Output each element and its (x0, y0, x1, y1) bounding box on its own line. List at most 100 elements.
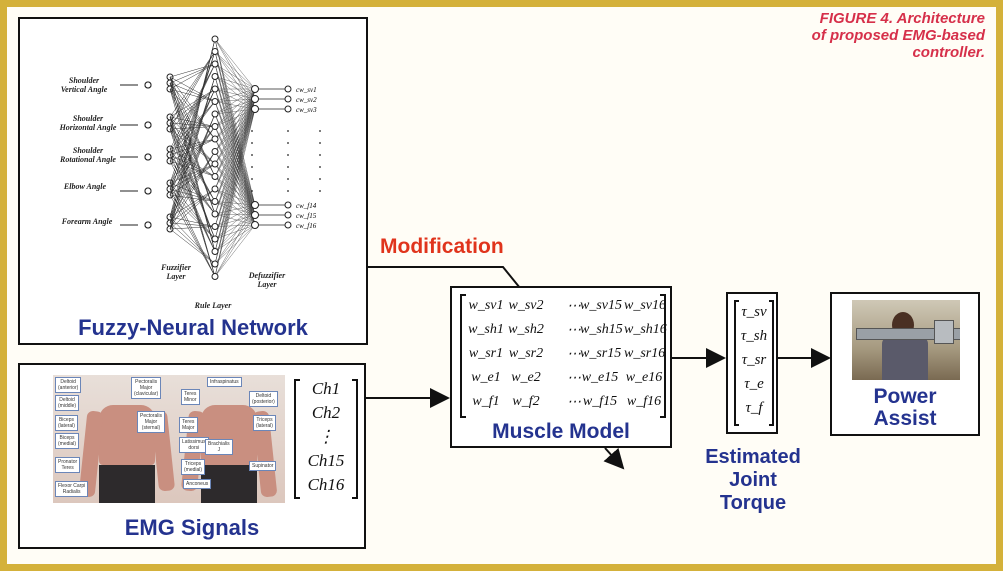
rule-node (211, 48, 219, 55)
muscle-label: Flexor Carpi Radialis (55, 481, 89, 497)
continuation-dot (319, 154, 321, 156)
matrix-cell: w_sh2 (508, 322, 544, 337)
matrix-cell: ⋯ (567, 323, 581, 338)
estimated-joint-torque-label: Estimated Joint Torque (692, 446, 814, 515)
network-edge (169, 116, 216, 165)
rule-node (211, 60, 219, 68)
network-edge (169, 188, 216, 218)
network-edge (214, 88, 256, 240)
matrix-cell: w_e2 (511, 370, 541, 385)
continuation-dot (319, 178, 321, 180)
input-label-2: Shoulder Horizontal Angle (59, 114, 117, 132)
output-label: cw_sv2 (296, 96, 317, 104)
rule-node (211, 260, 219, 268)
rule-node (211, 85, 219, 93)
network-edge (214, 76, 256, 206)
fuzzy-network-title: Fuzzy-Neural Network (78, 315, 308, 340)
muscle-label: Brachialis J (205, 439, 233, 455)
network-edge (169, 63, 216, 78)
network-edge (169, 76, 216, 215)
network-edge (214, 63, 256, 206)
rule-node (211, 248, 219, 255)
network-edge (169, 82, 216, 215)
network-edge (214, 108, 256, 265)
network-edge (214, 98, 256, 277)
network-edge (214, 98, 256, 265)
continuation-dot (251, 142, 253, 144)
torque-entry: τ_sv (741, 304, 767, 320)
output-node (284, 201, 292, 209)
rule-layer-label: Rule Layer (194, 301, 232, 310)
network-edge (169, 194, 216, 202)
matrix-cell: w_sr2 (508, 346, 544, 361)
network-edge (214, 204, 256, 277)
network-edge (169, 88, 216, 215)
network-edge (169, 222, 216, 227)
torque-vector: τ_sv τ_sh τ_sr τ_e τ_f (734, 300, 774, 426)
muscle-label: Triceps (lateral) (253, 415, 276, 431)
fuzzifier-layer-label: Fuzzifier Layer (161, 263, 191, 281)
network-edge (169, 216, 216, 265)
torque-entry: τ_f (745, 400, 763, 416)
network-edge (169, 216, 216, 227)
network-edge (169, 122, 216, 202)
channel-1: Ch1 (311, 379, 341, 398)
rule-node (211, 110, 219, 118)
network-edge (214, 38, 256, 206)
muscle-label: Pectoralis Major (sternal) (137, 411, 165, 433)
network-edge (169, 148, 216, 215)
defuzzifier-layer-label: Defuzzifier Layer (248, 271, 286, 289)
network-edge (214, 88, 256, 102)
output-node (284, 85, 292, 93)
torque-entry: τ_sh (740, 328, 768, 344)
input-label-1: Shoulder Vertical Angle (60, 76, 108, 94)
network-edge (169, 126, 216, 196)
network-edge (169, 226, 216, 230)
input-node (144, 81, 152, 89)
muscle-label: Infraspinatus (207, 377, 242, 387)
defuzzifier-node (251, 211, 259, 219)
rule-node (211, 123, 219, 130)
matrix-cell: ⋯ (567, 347, 581, 362)
network-edge (214, 204, 256, 265)
defuzzifier-node (251, 105, 259, 113)
matrix-cell: w_sv15 (580, 298, 622, 313)
network-edge (214, 214, 256, 265)
continuation-dot (319, 166, 321, 168)
muscle-label: Teres Minor (181, 389, 200, 405)
input-label-3: Shoulder Rotational Angle (60, 146, 116, 164)
network-edge (169, 138, 216, 150)
exoskeleton-joint (934, 320, 954, 344)
muscle-label: Pectoralis Major (clavicular) (131, 377, 162, 399)
network-edge (169, 76, 216, 230)
network-edge (214, 151, 256, 206)
model-output-arrow (603, 447, 625, 470)
output-label: cw_sv1 (296, 86, 317, 94)
person-body (882, 336, 928, 380)
continuation-dot (319, 142, 321, 144)
muscle-label: Triceps (medial) (181, 459, 206, 475)
muscle-label: Biceps (medial) (55, 433, 80, 449)
muscle-label: Supinator (249, 461, 277, 471)
network-edge (169, 151, 216, 224)
network-edge (214, 138, 256, 206)
network-edge (169, 163, 216, 196)
input-node (144, 153, 152, 161)
matrix-cell: w_e1 (471, 370, 501, 385)
network-edge (169, 163, 216, 184)
network-edge (169, 76, 216, 140)
figure-caption: FIGURE 4. Architecture of proposed EMG-b… (755, 10, 985, 61)
network-edge (169, 163, 216, 190)
torque-entry: τ_e (744, 376, 764, 392)
network-edge (169, 63, 216, 162)
network-edge (214, 51, 256, 206)
network-edge (169, 113, 216, 218)
channel-vector: Ch1 Ch2 ⋮ Ch15 Ch16 (294, 379, 358, 499)
caption-line-1: FIGURE 4. Architecture (819, 10, 985, 27)
network-edge (169, 82, 216, 177)
network-edge (169, 126, 216, 184)
network-edge (214, 76, 256, 90)
